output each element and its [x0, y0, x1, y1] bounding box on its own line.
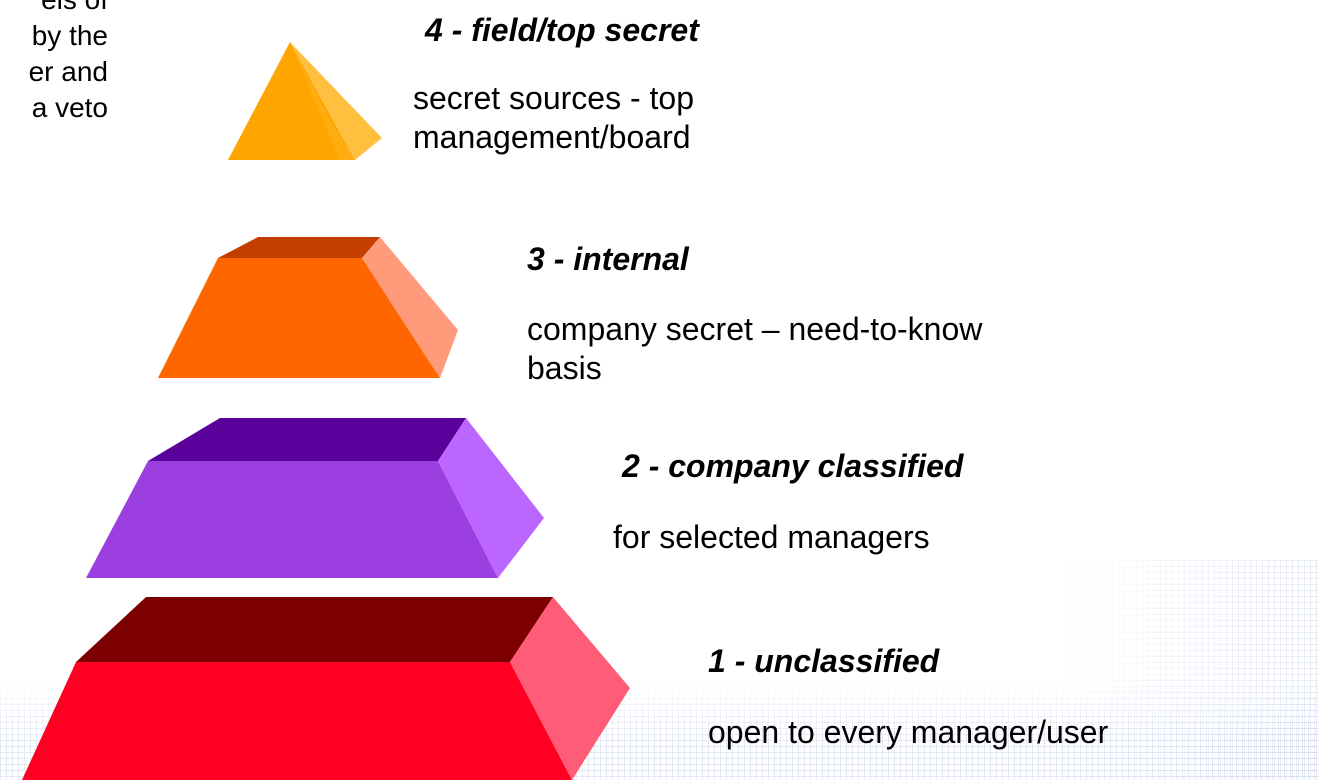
level-4-description: secret sources - top management/board [413, 79, 694, 157]
level-1-block-shape [22, 597, 630, 780]
level-2-block-shape [86, 418, 544, 578]
level-4-description-line: secret sources - top [413, 80, 694, 116]
level-4-pyramid-shape [228, 42, 382, 160]
background-grid-texture-right [1058, 560, 1318, 780]
intro-line: a veto [31, 92, 108, 123]
intro-text-fragment: els of by the er and a veto [29, 0, 108, 126]
level-4-description-line: management/board [413, 119, 691, 155]
level-3-block-shape [158, 237, 458, 378]
level-2-block-side [438, 418, 544, 578]
level-3-description-line: basis [527, 350, 602, 386]
level-4-pyramid-side [290, 42, 382, 160]
level-3-description-line: company secret – need-to-know [527, 311, 983, 347]
level-3-description: company secret – need-to-know basis [527, 310, 982, 388]
intro-line: by the [31, 20, 108, 51]
level-3-block-front [158, 258, 440, 378]
intro-line: els of [29, 0, 108, 18]
level-2-title: 2 - company classified [622, 448, 964, 484]
level-1-description-line: open to every manager/user [708, 714, 1109, 750]
level-3-block-side [362, 237, 458, 378]
level-2-block-front [86, 461, 498, 578]
level-2-block-top [148, 418, 466, 461]
level-1-block-side [510, 597, 630, 780]
level-2-description: for selected managers [613, 518, 930, 557]
level-4-pyramid-face [228, 42, 355, 160]
level-1-title: 1 - unclassified [708, 643, 940, 679]
level-3-block-top [218, 237, 380, 258]
level-1-description: open to every manager/user [708, 713, 1108, 752]
level-4-title: 4 - field/top secret [425, 12, 699, 48]
level-2-description-line: for selected managers [613, 519, 930, 555]
intro-line: er and [28, 56, 108, 87]
level-3-title: 3 - internal [527, 241, 689, 277]
level-1-block-front [22, 662, 572, 780]
level-1-block-top [76, 597, 553, 662]
